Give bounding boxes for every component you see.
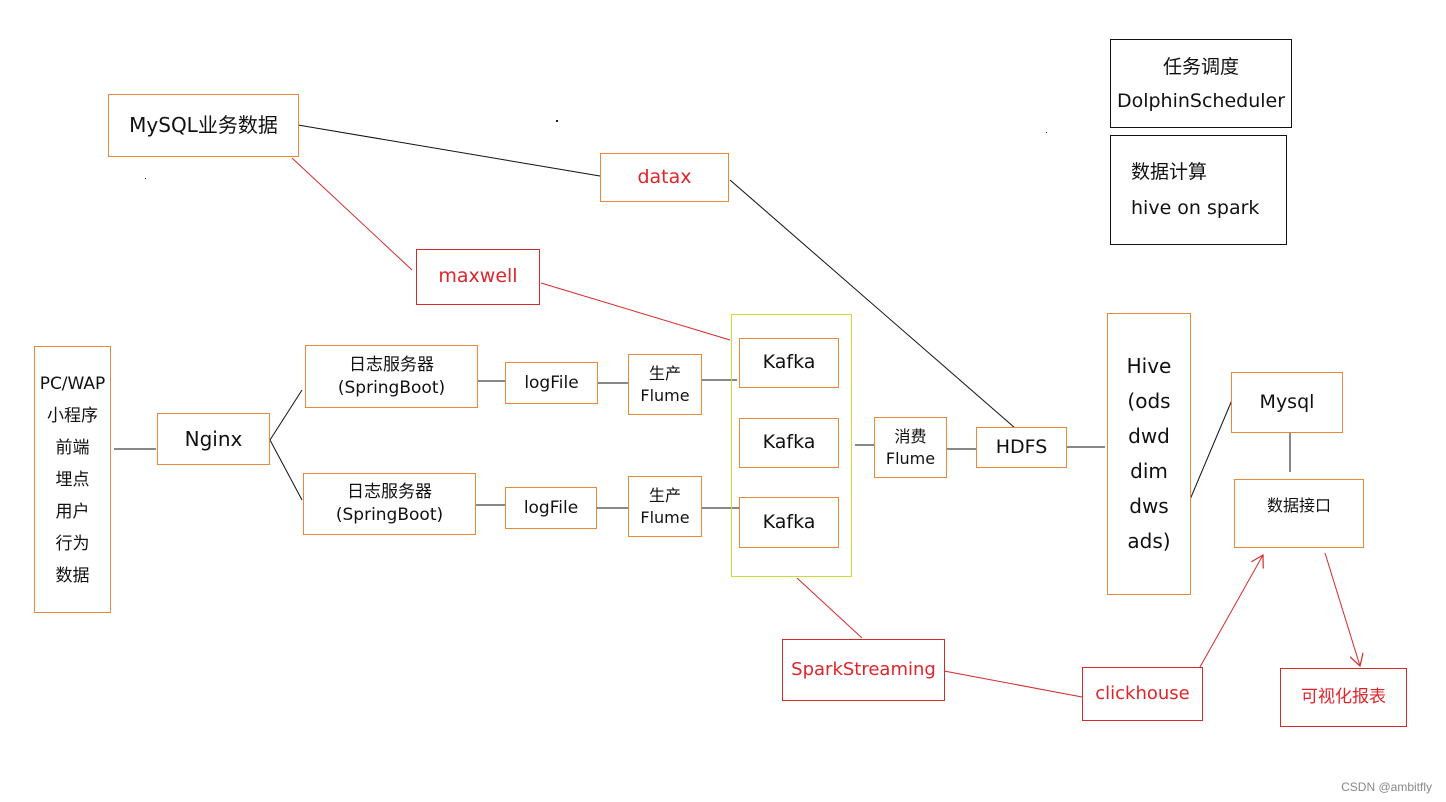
client-source-2: 小程序: [47, 405, 98, 426]
kafka-3-box: Kafka: [739, 497, 839, 548]
flume-producer-2-subtitle: Flume: [640, 507, 690, 527]
compute-line-2: hive on spark: [1131, 197, 1260, 219]
logfile-1-box: logFile: [505, 362, 598, 404]
log-server-1-title: 日志服务器: [349, 354, 434, 375]
log-server-2-title: 日志服务器: [347, 482, 432, 503]
kafka-1-label: Kafka: [762, 351, 816, 374]
log-server-2-subtitle: (SpringBoot): [335, 505, 444, 525]
logfile-2-box: logFile: [505, 487, 597, 529]
client-source-1: PC/WAP: [39, 373, 106, 394]
kafka-cluster-group: [731, 314, 852, 577]
hive-layer-ods: (ods: [1127, 389, 1171, 413]
mysql-result-box: Mysql: [1231, 372, 1343, 433]
client-source-6: 行为: [55, 533, 90, 554]
hive-layer-dws: dws: [1129, 494, 1169, 518]
spark-streaming-box: SparkStreaming: [782, 639, 945, 701]
edge-maxwell-kafka: [540, 282, 731, 341]
flume-producer-1-box: 生产 Flume: [628, 354, 702, 415]
log-server-1-subtitle: (SpringBoot): [337, 377, 446, 398]
edge-datax-hdfs: [729, 179, 1016, 429]
hive-layer-dwd: dwd: [1128, 424, 1170, 448]
datax-label: datax: [637, 165, 692, 188]
kafka-2-label: Kafka: [762, 431, 816, 454]
speck: [556, 120, 558, 122]
logfile-1-label: logFile: [524, 372, 579, 393]
flume-consumer-box: 消费 Flume: [874, 417, 947, 478]
scheduler-line-2: DolphinScheduler: [1116, 89, 1286, 112]
flume-consumer-title: 消费: [894, 426, 927, 446]
hive-title: Hive: [1126, 354, 1172, 378]
hdfs-label: HDFS: [995, 435, 1048, 458]
scheduler-box: 任务调度 DolphinScheduler: [1110, 39, 1292, 128]
logfile-2-label: logFile: [523, 497, 579, 518]
edge-api-report: [1324, 552, 1360, 666]
client-source-7: 数据: [55, 565, 90, 586]
client-source-4: 埋点: [55, 469, 90, 490]
speck: [145, 178, 146, 179]
watermark: CSDN @ambitfly: [1341, 780, 1432, 794]
edge-nginx-log2: [269, 439, 303, 501]
visual-report-label: 可视化报表: [1301, 687, 1386, 708]
edge-kafka-spark: [796, 577, 863, 639]
flume-producer-1-subtitle: Flume: [640, 385, 690, 405]
data-api-box: 数据接口: [1234, 479, 1364, 548]
kafka-3-label: Kafka: [762, 510, 816, 533]
compute-box: 数据计算 hive on spark: [1110, 135, 1287, 245]
flume-consumer-subtitle: Flume: [885, 448, 936, 468]
edge-mysql-maxwell: [291, 157, 413, 271]
edge-mysql-datax: [297, 124, 601, 177]
flume-producer-2-title: 生产: [648, 485, 681, 505]
hive-layer-dim: dim: [1130, 459, 1168, 483]
nginx-label: Nginx: [184, 426, 243, 451]
mysql-result-label: Mysql: [1259, 390, 1315, 413]
hdfs-box: HDFS: [976, 427, 1067, 468]
spark-streaming-label: SparkStreaming: [791, 658, 936, 680]
log-server-1-box: 日志服务器 (SpringBoot): [305, 345, 478, 408]
client-source-5: 用户: [55, 501, 90, 522]
maxwell-label: maxwell: [438, 265, 518, 288]
hive-layer-ads: ads): [1127, 529, 1171, 553]
speck: [1046, 132, 1047, 133]
clickhouse-box: clickhouse: [1082, 667, 1203, 721]
data-api-label: 数据接口: [1266, 496, 1331, 515]
log-server-2-box: 日志服务器 (SpringBoot): [303, 473, 476, 535]
flume-producer-1-title: 生产: [648, 363, 681, 383]
kafka-2-box: Kafka: [739, 418, 839, 468]
compute-line-1: 数据计算: [1131, 161, 1208, 183]
mysql-source-box: MySQL业务数据: [108, 94, 299, 157]
mysql-source-label: MySQL业务数据: [129, 113, 278, 137]
nginx-box: Nginx: [157, 413, 270, 465]
kafka-1-box: Kafka: [739, 338, 839, 388]
client-source-3: 前端: [55, 437, 90, 458]
client-sources-box: PC/WAP 小程序 前端 埋点 用户 行为 数据: [34, 346, 111, 613]
hive-box: Hive (ods dwd dim dws ads): [1107, 313, 1191, 595]
edge-spark-clickhouse: [943, 670, 1083, 698]
scheduler-line-1: 任务调度: [1162, 55, 1239, 78]
maxwell-box: maxwell: [416, 249, 540, 305]
visual-report-box: 可视化报表: [1280, 668, 1407, 727]
edge-clickhouse-api: [1199, 555, 1263, 668]
clickhouse-label: clickhouse: [1095, 682, 1190, 704]
flume-producer-2-box: 生产 Flume: [628, 476, 702, 537]
edge-nginx-log1: [269, 389, 303, 441]
datax-box: datax: [600, 153, 729, 202]
